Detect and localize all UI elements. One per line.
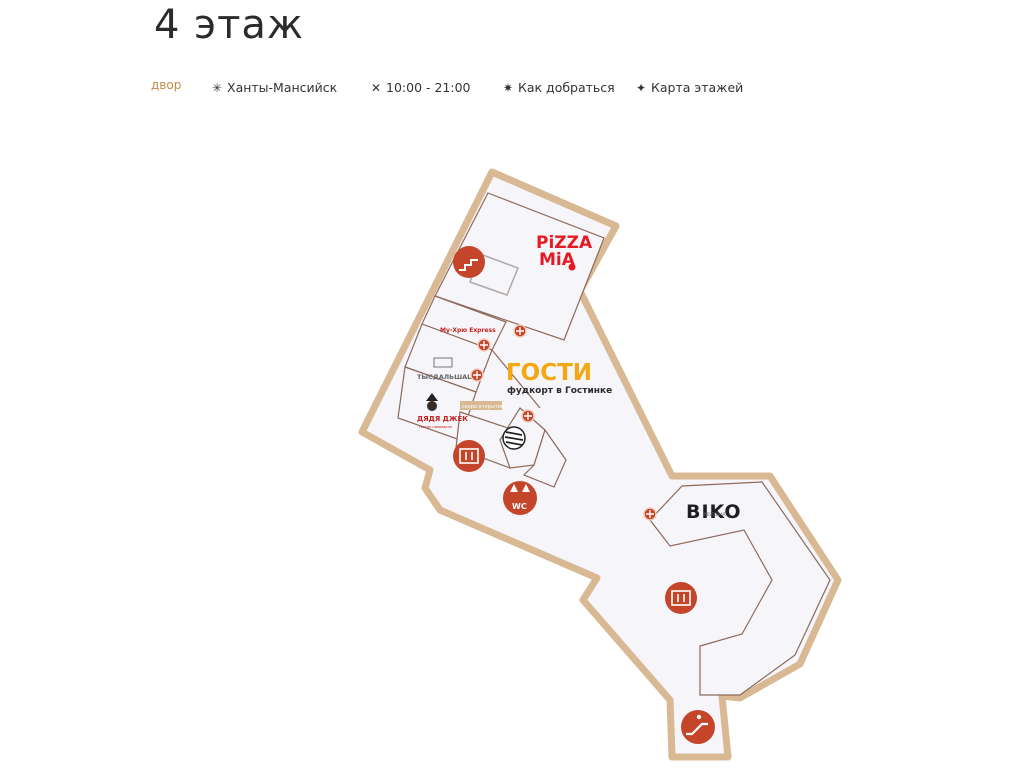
city-label: Ханты-Мансийск [227,80,338,95]
escalator-icon[interactable] [681,710,715,744]
opening-badge [460,401,502,410]
unit-biko[interactable] [649,481,831,696]
wc-icon[interactable]: WC [503,481,537,515]
entrance-marker[interactable] [477,338,491,352]
jack-sub: гастро пивоварня [419,425,452,429]
zebra-stripes [504,431,524,446]
entrance-marker[interactable] [643,507,657,521]
jack-hat-icon [426,393,438,401]
dal-shi-icon [433,357,453,368]
city-item[interactable]: ✳ Ханты-Мансийск [211,80,337,95]
corridor-line [491,349,541,409]
pizza-logo-bottom: MiA [539,250,576,270]
pizza-logo-top: PiZZA [536,233,593,253]
directions-link[interactable]: ✷ Как добраться [502,80,615,95]
elevator-icon[interactable] [665,582,697,614]
asterisk-icon: ✳ [211,81,223,95]
star-icon: ✷ [502,81,514,95]
directions-label: Как добраться [518,80,615,95]
unit-pizza-mia[interactable] [434,192,605,341]
gosti-subtitle: фудкорт в Гостинке [507,386,612,396]
entrance-marker[interactable] [470,368,484,382]
jack-face-icon [427,401,437,411]
pizza-logo-dot [568,263,576,271]
jack-logo: ДЯДЯ ДЖЕК [417,415,468,423]
info-bar: двор ✳ Ханты-Мансийск ✕ 10:00 - 21:00 ✷ Как… [0,78,1024,98]
floor-map-link[interactable]: ✦ Карта этажей [635,80,743,95]
stairs-icon[interactable] [453,246,485,278]
entrance-marker[interactable] [521,409,535,423]
floor-map-label: Карта этажей [651,80,744,95]
entrance-marker[interactable] [513,324,527,338]
wc-label: WC [512,502,527,511]
cross-icon: ✕ [370,81,382,95]
biko-logo: BIKO [686,501,742,523]
brand-link[interactable]: двор [151,78,182,92]
dal-shi-logo: ТЫСДАЛЬШАШ [417,373,475,381]
unit-small-3[interactable] [522,428,567,488]
biko-sub: RESTOBAR [704,512,726,517]
hours-item: ✕ 10:00 - 21:00 [370,80,471,95]
hours-label: 10:00 - 21:00 [386,80,471,95]
page-title: 4 этаж [154,2,304,48]
sparkle-icon: ✦ [635,81,647,95]
gosti-logo: ГОСТИ [506,360,592,386]
elevator-icon[interactable] [453,440,485,472]
mu-hu-logo: Му-Хрю Express [440,327,496,334]
opening-label: скоро открытие [462,404,504,410]
